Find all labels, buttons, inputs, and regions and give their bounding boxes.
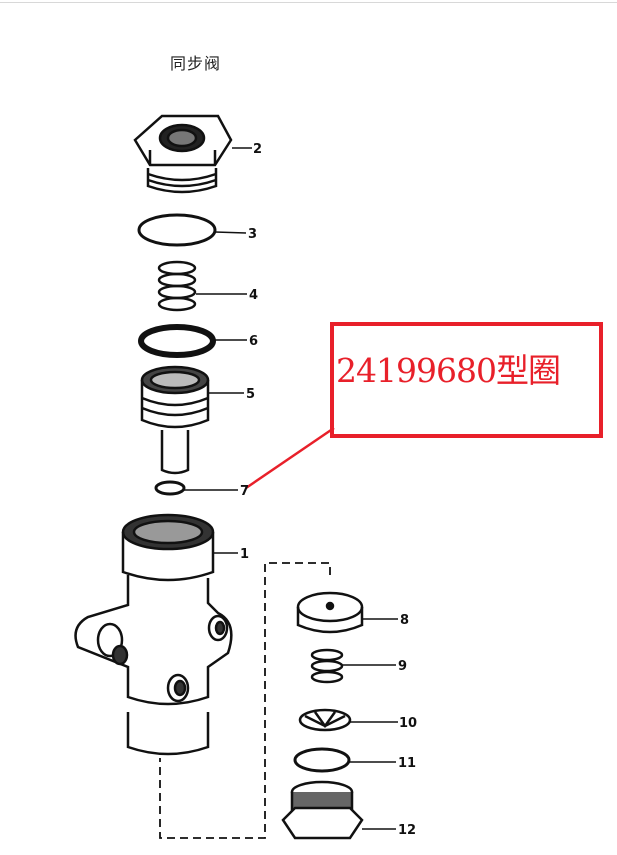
part-12-plug xyxy=(281,780,364,840)
page-top-border xyxy=(0,2,617,3)
part-5-piston xyxy=(140,365,210,475)
part-label-10: 10 xyxy=(399,716,417,731)
part-label-12: 12 xyxy=(398,823,416,838)
part-7-o-ring xyxy=(154,480,186,496)
part-label-9: 9 xyxy=(398,659,407,674)
part-label-8: 8 xyxy=(400,613,409,628)
callout-box: 24199680型圈 xyxy=(330,322,603,438)
part-label-3: 3 xyxy=(248,227,257,242)
part-label-2: 2 xyxy=(253,142,262,157)
callout-text: 24199680型圈 xyxy=(336,351,561,390)
part-3-o-ring xyxy=(137,213,217,247)
part-label-1: 1 xyxy=(240,547,249,562)
part-6-o-ring xyxy=(138,324,216,358)
part-label-4: 4 xyxy=(249,288,258,303)
part-label-5: 5 xyxy=(246,387,255,402)
diagram-title: 同步阀 xyxy=(170,54,222,73)
part-label-7: 7 xyxy=(240,484,249,499)
leader-lines xyxy=(184,147,398,830)
callout-pointer-line xyxy=(245,426,335,490)
part-1-valve-body xyxy=(74,513,233,756)
part-9-spring xyxy=(310,648,344,684)
part-2-hex-plug xyxy=(133,114,233,194)
part-label-11: 11 xyxy=(398,756,416,771)
part-label-6: 6 xyxy=(249,334,258,349)
part-11-o-ring xyxy=(293,747,351,773)
assembly-bracket-dashed xyxy=(159,562,331,839)
part-8-cap xyxy=(296,591,364,634)
part-10-valve-disc xyxy=(298,708,352,732)
part-4-spring xyxy=(157,260,197,312)
